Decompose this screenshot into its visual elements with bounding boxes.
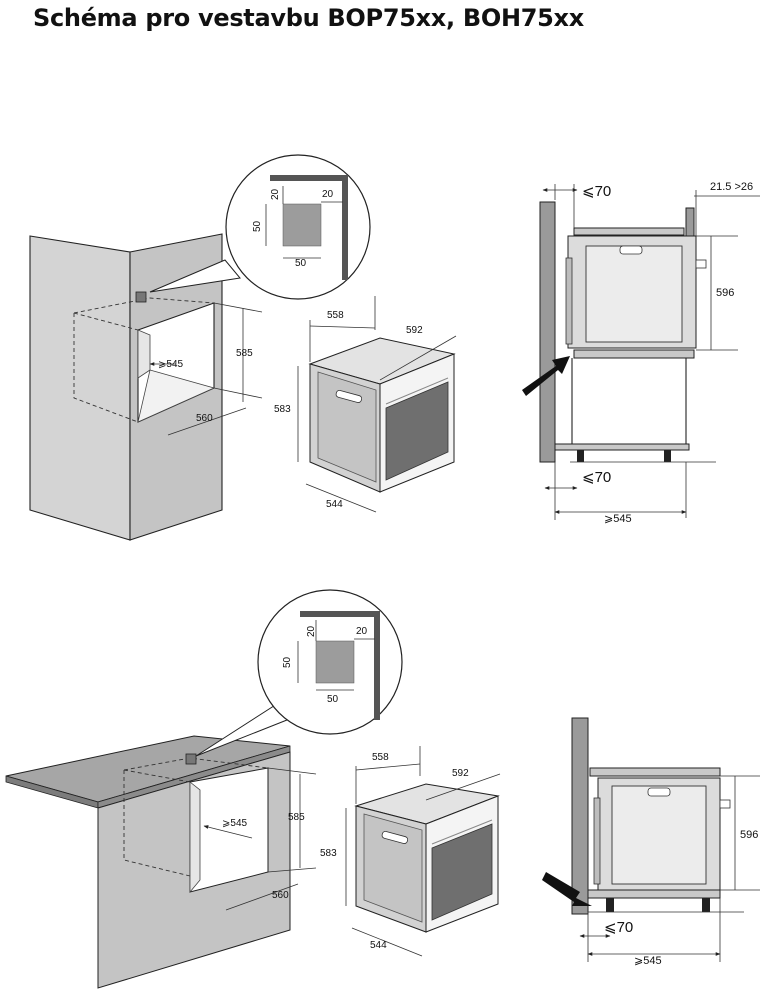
bottom-counter-perspective	[5, 735, 317, 989]
top-zoom-d20-h: 20	[322, 189, 334, 200]
top-side-gap-bottom: ⩽70	[582, 469, 611, 486]
bottom-niche-height: 585	[288, 812, 305, 823]
bottom-oven-width-bottom: 544	[370, 940, 387, 951]
bottom-zoom-d20-v: 20	[306, 625, 317, 637]
top-niche-depth: ⩾545	[158, 359, 184, 370]
bottom-side-section	[542, 717, 760, 962]
top-zoom-d50-v: 50	[252, 220, 263, 232]
page-title: Schéma pro vestavbu BOP75xx, BOH75xx	[33, 4, 584, 32]
bottom-niche-depth: ⩾545	[222, 818, 248, 829]
bottom-side-height: 596	[740, 829, 758, 841]
bottom-zoom-d20-h: 20	[356, 626, 368, 637]
bottom-zoom-d50-h: 50	[327, 694, 339, 705]
bottom-oven-width-top: 558	[372, 752, 389, 763]
bottom-side-depth: ⩾545	[634, 955, 662, 967]
top-side-depth: ⩾545	[604, 513, 632, 525]
top-oven-width-bottom: 544	[326, 499, 343, 510]
bottom-side-gap-bottom: ⩽70	[604, 919, 633, 936]
top-niche-height: 585	[236, 348, 253, 359]
top-niche-width: 560	[196, 413, 213, 424]
top-cabinet-perspective	[29, 233, 263, 541]
top-zoom-d20-v: 20	[270, 188, 281, 200]
bottom-zoom-detail	[195, 589, 403, 757]
bottom-zoom-d50-v: 50	[282, 656, 293, 668]
top-oven-perspective	[297, 296, 457, 513]
top-zoom-detail	[149, 154, 371, 300]
top-oven-height: 583	[274, 404, 291, 415]
top-side-overhang: 21.5 >26	[710, 181, 753, 193]
bottom-oven-height: 583	[320, 848, 337, 859]
top-side-height: 596	[716, 287, 734, 299]
bottom-niche-width: 560	[272, 890, 289, 901]
bottom-oven-depth-top: 592	[452, 768, 469, 779]
top-side-section	[522, 184, 760, 520]
top-oven-depth-top: 592	[406, 325, 423, 336]
top-oven-width-top: 558	[327, 310, 344, 321]
bottom-oven-perspective	[345, 746, 501, 957]
top-side-gap-top: ⩽70	[582, 183, 611, 200]
top-zoom-d50-h: 50	[295, 258, 307, 269]
